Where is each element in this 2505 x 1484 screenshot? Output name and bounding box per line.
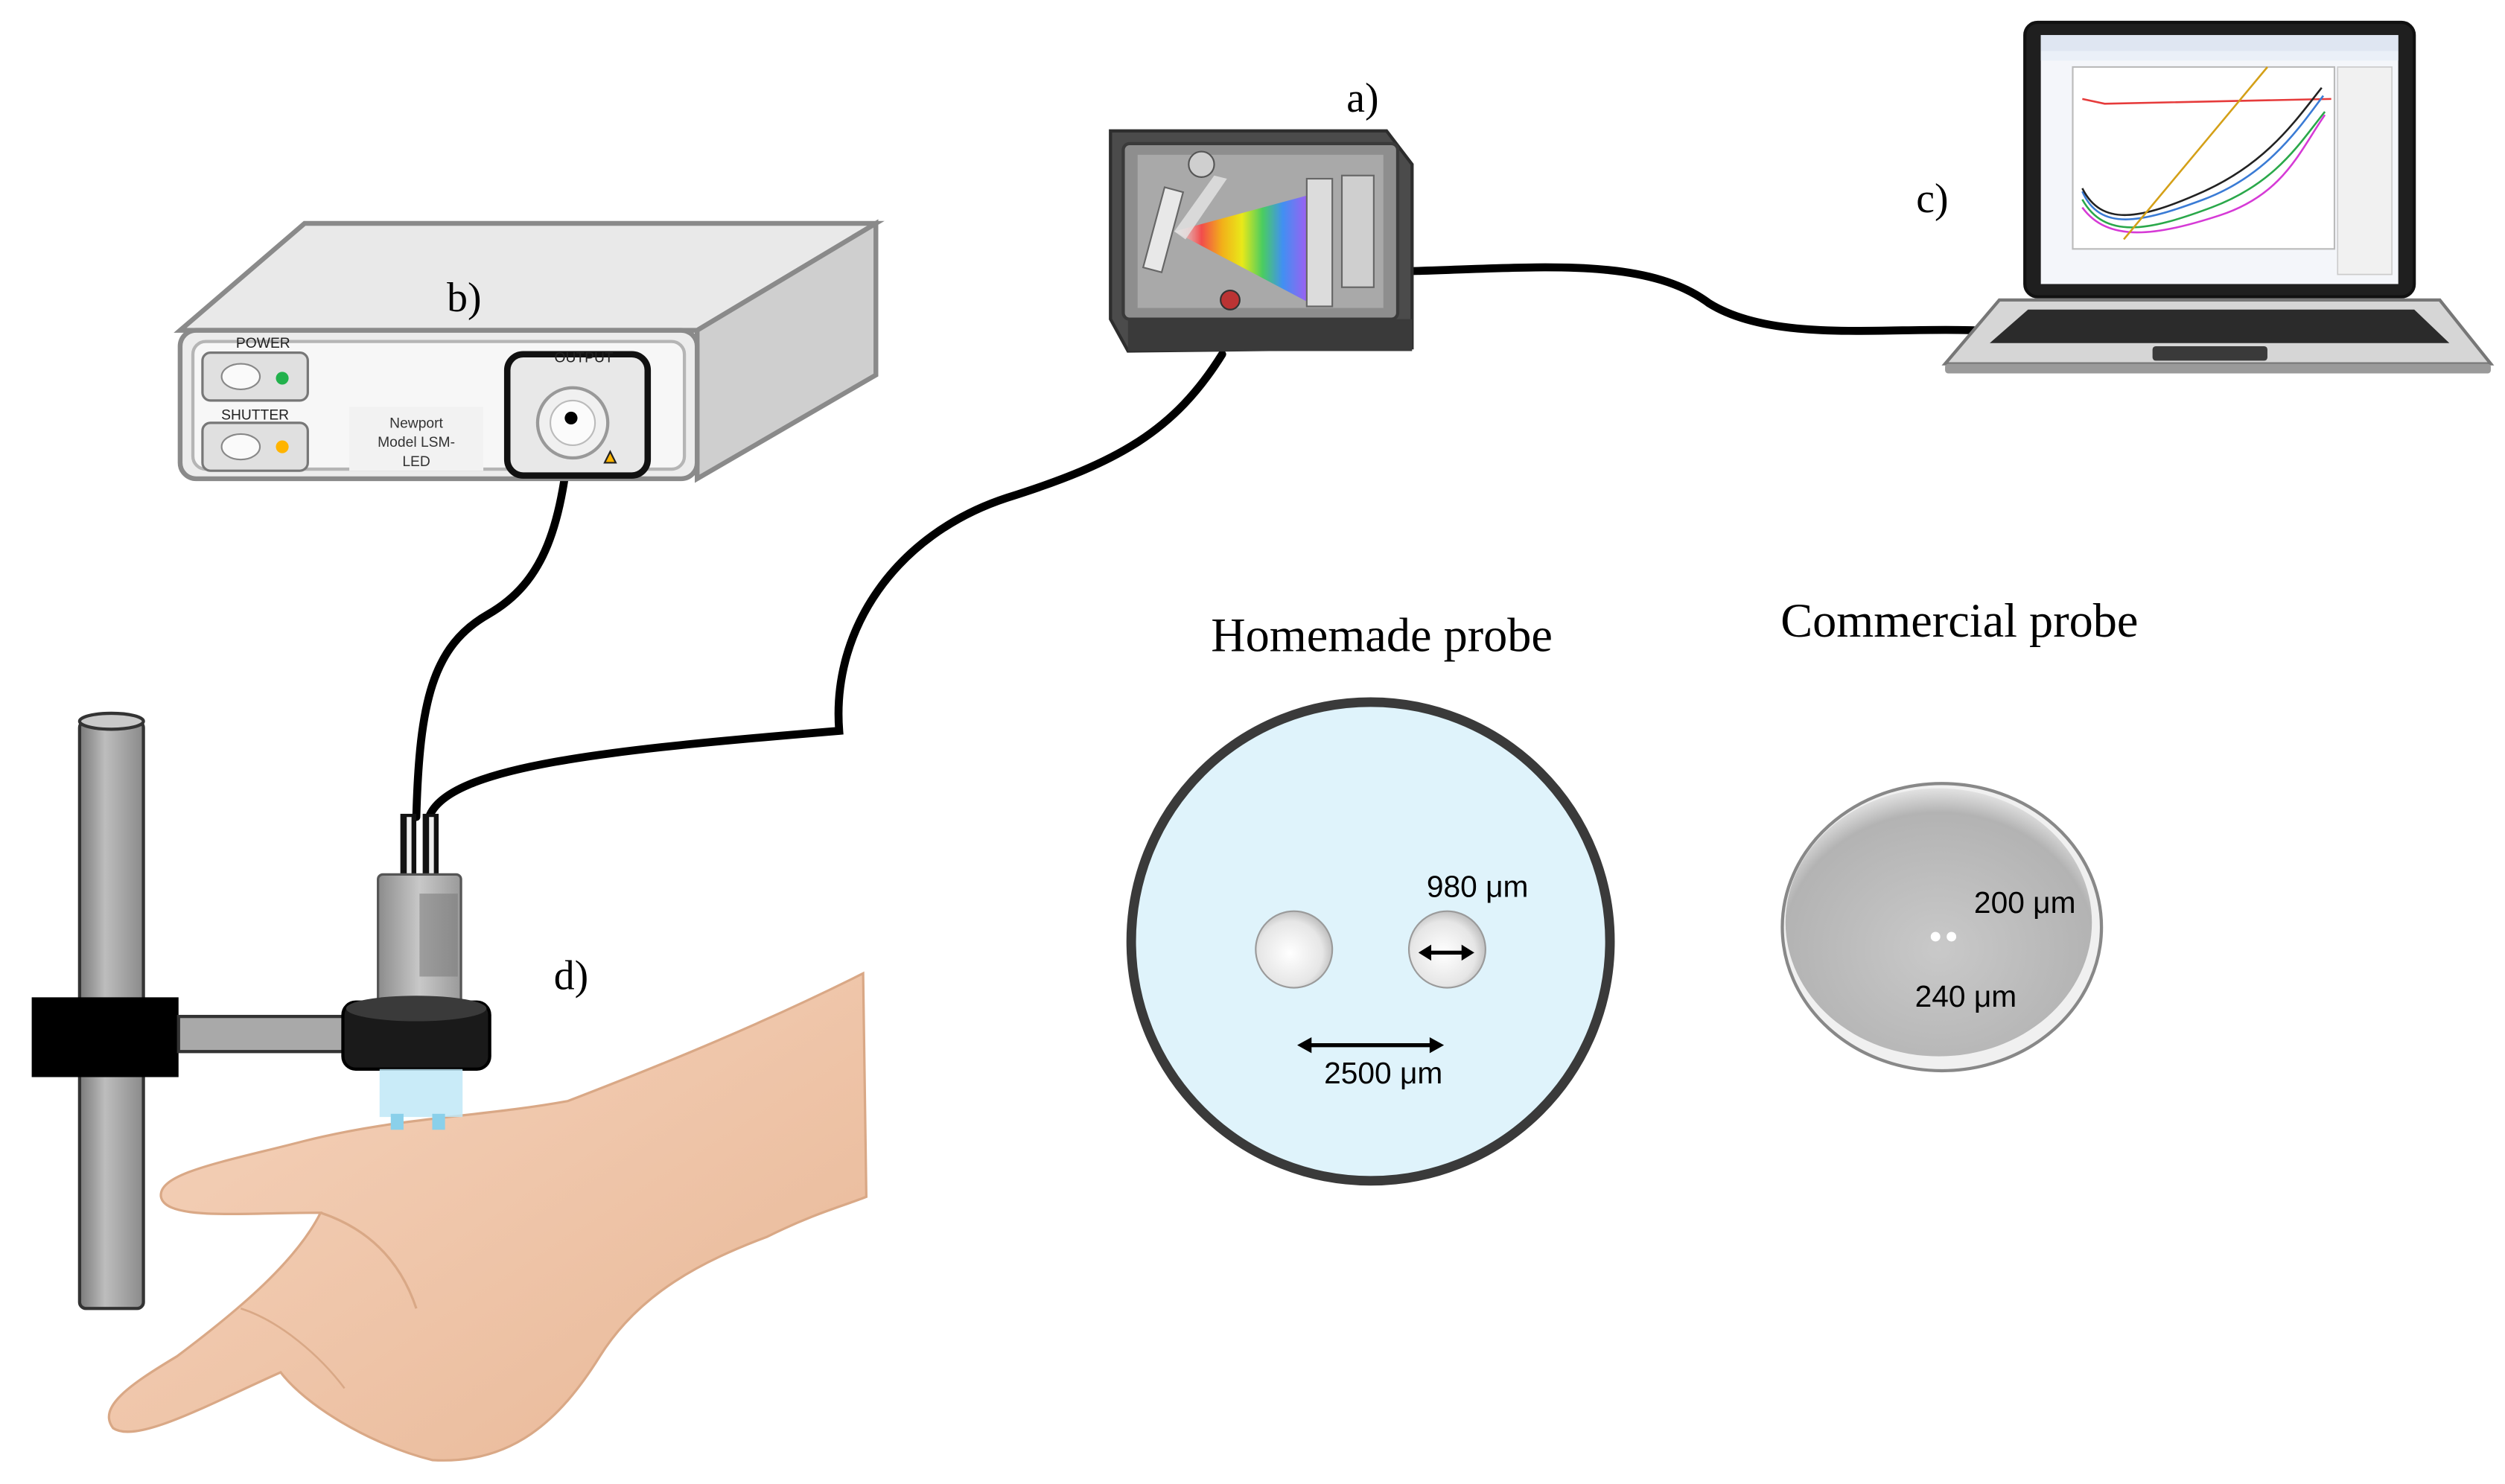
power-label: POWER <box>236 336 290 351</box>
fiber-diameter-arrow <box>1418 944 1474 961</box>
homemade-fiber-separation: 2500 μm <box>1324 1056 1442 1090</box>
cable-spectrometer-to-laptop <box>1401 263 1978 335</box>
fiber-cables <box>412 263 1978 821</box>
label-a: a) <box>1346 75 1378 121</box>
model-line-3: LED <box>402 454 430 470</box>
commercial-probe-face <box>1785 788 2092 1057</box>
shutter-led <box>276 440 289 453</box>
stand-arm <box>176 1014 346 1054</box>
spectrometer-icon <box>1109 129 1414 353</box>
cable-light-source-to-probe <box>412 414 576 821</box>
shutter-label: SHUTTER <box>221 408 289 424</box>
homemade-probe-title: Homemade probe <box>1211 608 1553 661</box>
commercial-fiber-right <box>1947 932 1957 942</box>
homemade-probe-figure: Homemade probe 980 μm 2500 μm <box>1126 608 1615 1186</box>
commercial-probe-title: Commercial probe <box>1780 594 2138 647</box>
laser-warning-icon <box>603 450 617 464</box>
laptop-icon <box>1941 20 2495 374</box>
homemade-probe-face <box>1126 697 1615 1186</box>
model-line-1: Newport <box>389 415 443 431</box>
label-d: d) <box>554 953 588 999</box>
stand-clamp <box>31 997 179 1077</box>
homemade-fiber-diameter: 980 μm <box>1427 869 1529 903</box>
label-c: c) <box>1916 176 1948 222</box>
label-b: b) <box>447 275 481 321</box>
homemade-fiber-left <box>1255 910 1334 989</box>
power-led <box>276 372 289 385</box>
fiber-separation-arrow <box>1297 1036 1445 1054</box>
commercial-fiber-left <box>1930 932 1941 942</box>
commercial-fiber-separation: 240 μm <box>1915 979 2017 1013</box>
light-source-icon: POWER SHUTTER Newport Model LSM- LED OUT… <box>174 219 885 483</box>
probe-head <box>341 813 491 1130</box>
model-line-2: Model LSM- <box>378 435 455 450</box>
probe-stand <box>31 711 346 1311</box>
homemade-fiber-right <box>1407 910 1486 989</box>
output-label: OUTPUT <box>554 350 613 366</box>
commercial-fiber-diameter: 200 μm <box>1974 885 2076 920</box>
commercial-probe-figure: Commercial probe 200 μm 240 μm <box>1780 594 2138 1073</box>
cable-probe-to-spectrometer <box>424 350 1226 821</box>
